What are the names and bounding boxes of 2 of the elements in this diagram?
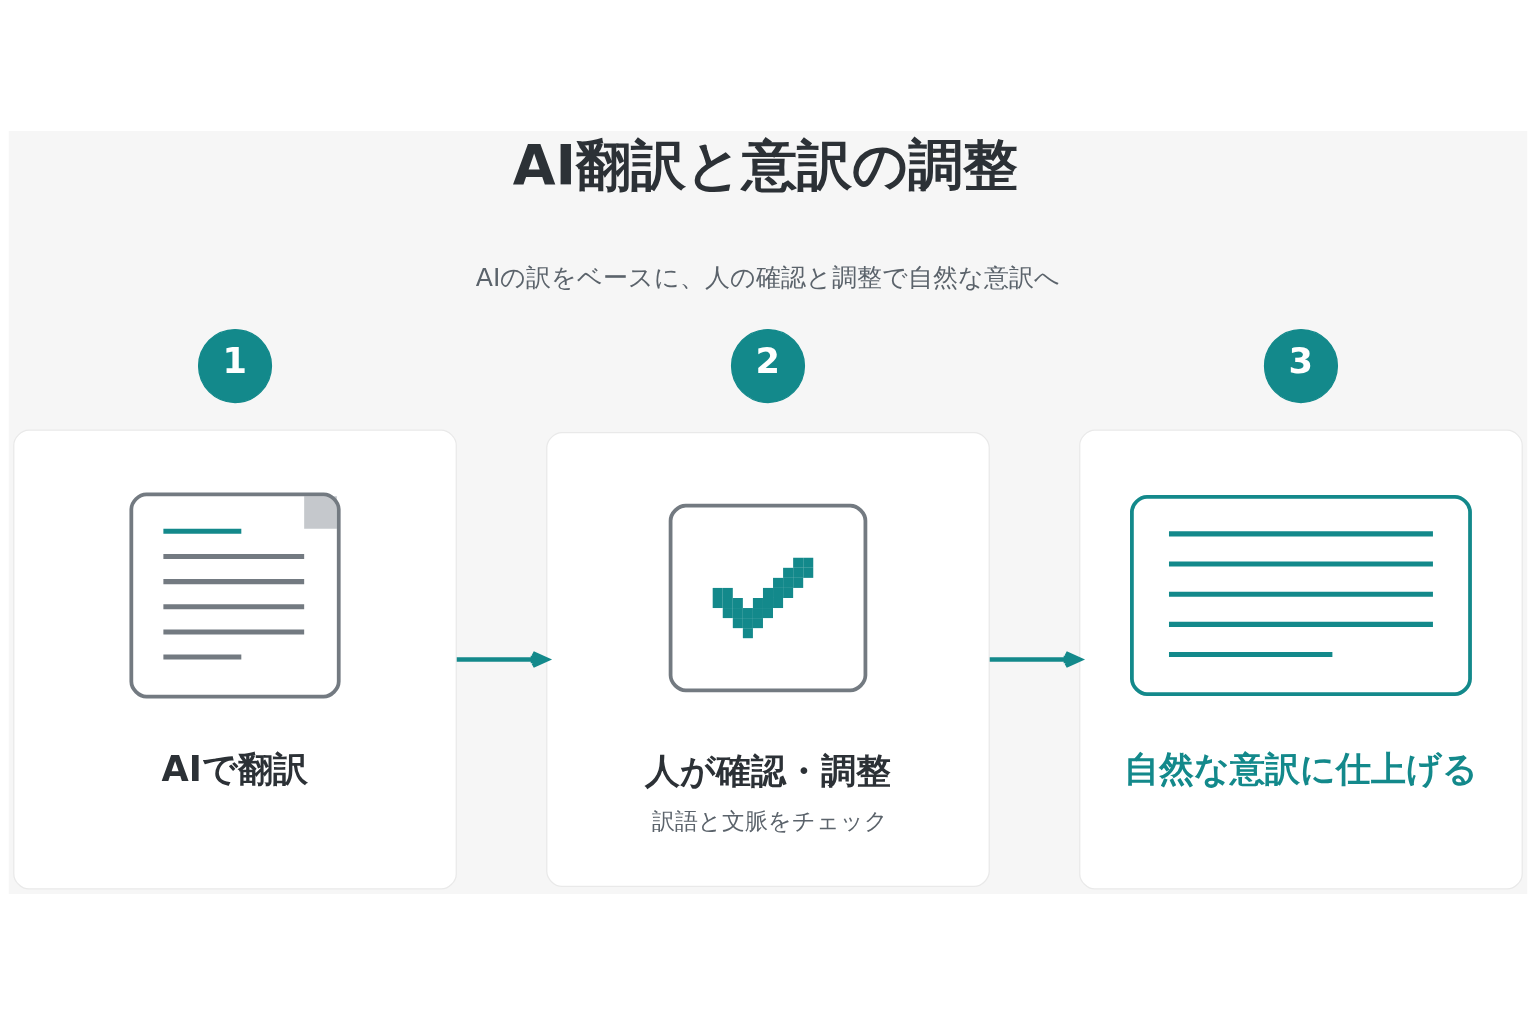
diagram-title: AI翻訳と意訳の調整 xyxy=(512,132,1019,197)
label: AIの訳をベースに、人の確認と調整で自然な意訳へ xyxy=(475,262,1061,292)
